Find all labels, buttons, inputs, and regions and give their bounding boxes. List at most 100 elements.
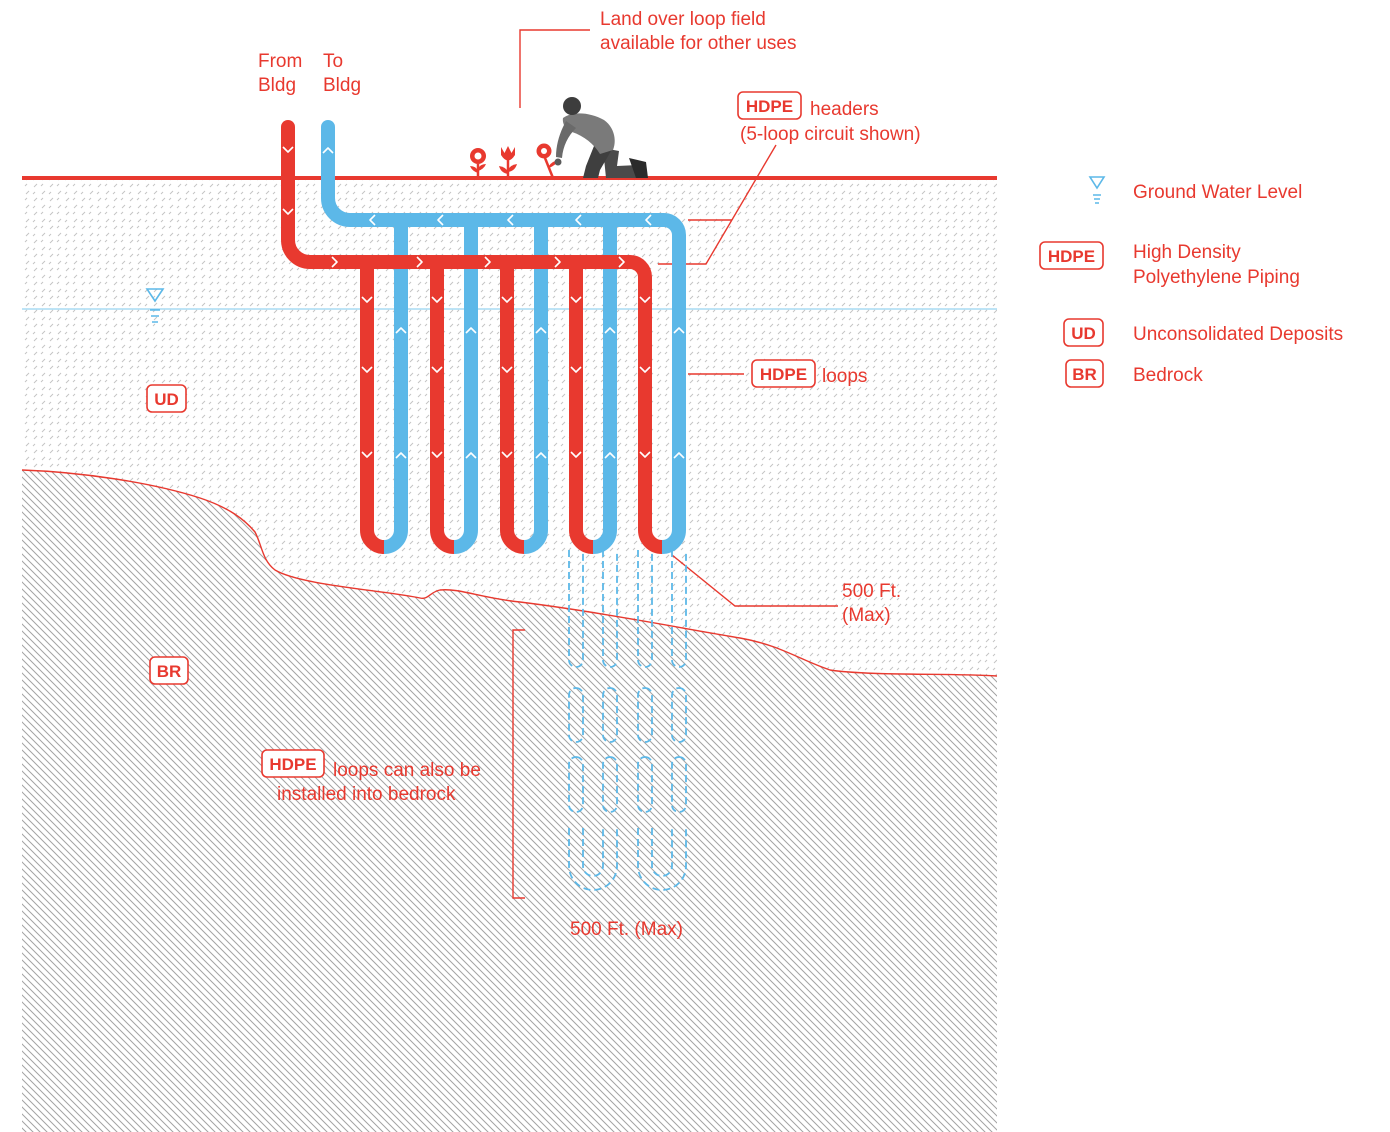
flow-direction-arrow bbox=[431, 451, 443, 458]
headers-note: HDPE headers (5-loop circuit shown) bbox=[737, 91, 921, 145]
flow-direction-arrow bbox=[604, 327, 616, 334]
hdpe-badge bbox=[1039, 241, 1104, 270]
surface-figures bbox=[470, 97, 648, 179]
flower-leaf bbox=[470, 166, 478, 173]
dashed-pipe-segment bbox=[568, 687, 584, 743]
return-loop-pipe bbox=[523, 220, 548, 554]
depth-note-leader bbox=[671, 554, 838, 607]
ud-badge-text: UD bbox=[1071, 324, 1096, 343]
surface-note-line2: available for other uses bbox=[600, 33, 796, 54]
bedrock-loops-note-line2: installed into bedrock bbox=[277, 784, 456, 805]
flow-direction-arrow bbox=[570, 366, 582, 373]
surface-note: Land over loop field available for other… bbox=[600, 9, 796, 54]
supply-label-line1: From bbox=[258, 51, 302, 72]
flow-direction-arrow bbox=[361, 366, 373, 373]
legend-hdpe-line2: Polyethylene Piping bbox=[1133, 267, 1300, 288]
flow-direction-arrow bbox=[322, 147, 334, 154]
dashed-pipe-segment bbox=[568, 550, 584, 668]
br-badge-text: BR bbox=[1072, 365, 1097, 384]
surface-note-leader bbox=[519, 29, 590, 108]
supply-pipe-network bbox=[281, 120, 663, 554]
flow-direction-arrow bbox=[554, 256, 561, 268]
dashed-pipe-segment bbox=[671, 550, 687, 668]
flow-direction-arrow bbox=[673, 327, 685, 334]
flow-direction-arrow bbox=[535, 327, 547, 334]
legend-item-hdpe: HDPE High Density Polyethylene Piping bbox=[1039, 241, 1300, 288]
dashed-pipe-segment bbox=[637, 687, 653, 743]
flow-direction-arrow bbox=[484, 256, 491, 268]
flow-direction-arrow bbox=[465, 327, 477, 334]
tulip-icon bbox=[499, 146, 517, 178]
flower-center bbox=[541, 148, 547, 154]
dashed-pipe-segment bbox=[637, 756, 653, 813]
dashed-pipe-segment bbox=[637, 550, 653, 668]
flow-direction-arrow bbox=[618, 256, 625, 268]
legend-item-water: Ground Water Level bbox=[1088, 176, 1302, 204]
flow-direction-arrow bbox=[507, 214, 514, 226]
hdpe-badge-text: HDPE bbox=[1048, 247, 1095, 266]
person-torso bbox=[562, 113, 615, 154]
return-pipe-network bbox=[321, 120, 686, 554]
flow-direction-arrow bbox=[575, 214, 582, 226]
br-badge-text: BR bbox=[157, 662, 182, 681]
supply-loop-pipe bbox=[569, 262, 594, 554]
zone-badges: UD BR bbox=[146, 384, 189, 685]
bedrock-zone bbox=[22, 470, 997, 1132]
br-badge bbox=[1065, 359, 1104, 388]
flow-direction-arrow bbox=[501, 366, 513, 373]
return-loop-pipe bbox=[383, 220, 408, 554]
person-shoe bbox=[629, 158, 648, 178]
hdpe-badge bbox=[751, 359, 816, 388]
tulip-leaf bbox=[499, 166, 508, 174]
return-label-line2: Bldg bbox=[323, 75, 361, 96]
flow-direction-arrow bbox=[501, 451, 513, 458]
loops-note-text: loops bbox=[822, 366, 867, 387]
flow-direction-arrow bbox=[431, 296, 443, 303]
ud-badge bbox=[146, 384, 187, 413]
bedrock-depth-bracket bbox=[512, 629, 525, 899]
flow-direction-arrow bbox=[535, 452, 547, 459]
flow-direction-arrows bbox=[282, 146, 685, 459]
flow-direction-arrow bbox=[639, 451, 651, 458]
supply-loop-pipe bbox=[430, 262, 455, 554]
dashed-pipe-segment bbox=[568, 756, 584, 813]
ud-badge bbox=[1063, 318, 1104, 347]
kneeling-person-figure bbox=[554, 97, 648, 178]
flow-direction-arrow bbox=[282, 208, 294, 215]
loops-note: HDPE loops bbox=[751, 359, 867, 388]
bedrock-loop-extension bbox=[568, 550, 687, 891]
flow-direction-arrow bbox=[395, 452, 407, 459]
hdpe-badge bbox=[261, 749, 325, 778]
legend-water-label: Ground Water Level bbox=[1133, 182, 1302, 203]
flow-direction-arrow bbox=[570, 296, 582, 303]
legend-item-ud: UD Unconsolidated Deposits bbox=[1063, 318, 1343, 347]
person-hand bbox=[554, 158, 562, 166]
legend-hdpe-line1: High Density bbox=[1133, 242, 1241, 263]
dashed-pipe-segment bbox=[671, 687, 687, 743]
flow-direction-arrow bbox=[361, 451, 373, 458]
flow-direction-arrow bbox=[331, 256, 338, 268]
flow-direction-arrow bbox=[465, 452, 477, 459]
water-level-triangle bbox=[145, 288, 165, 303]
water-level-lines bbox=[150, 309, 160, 323]
dashed-u-bend-outer bbox=[568, 828, 618, 891]
br-depth-label: 500 Ft. (Max) bbox=[570, 919, 683, 940]
flow-direction-arrow bbox=[645, 214, 652, 226]
hdpe-badge-text: HDPE bbox=[746, 97, 793, 116]
supply-header-pipe bbox=[281, 127, 663, 554]
flow-direction-arrow bbox=[431, 366, 443, 373]
flow-direction-arrow bbox=[369, 214, 376, 226]
flow-direction-arrow bbox=[395, 327, 407, 334]
legend-item-br: BR Bedrock bbox=[1065, 359, 1203, 388]
person-back-leg bbox=[603, 148, 642, 178]
tulip-bloom bbox=[501, 146, 515, 161]
br-badge bbox=[149, 656, 189, 685]
bedrock-loops-note-line1: loops can also be bbox=[333, 760, 481, 781]
dashed-pipe-segment bbox=[602, 687, 618, 743]
flow-direction-arrow bbox=[639, 296, 651, 303]
ud-depth-line1: 500 Ft. bbox=[842, 581, 901, 602]
flow-direction-arrow bbox=[416, 256, 423, 268]
flow-direction-arrow bbox=[604, 452, 616, 459]
flow-direction-arrow bbox=[673, 452, 685, 459]
